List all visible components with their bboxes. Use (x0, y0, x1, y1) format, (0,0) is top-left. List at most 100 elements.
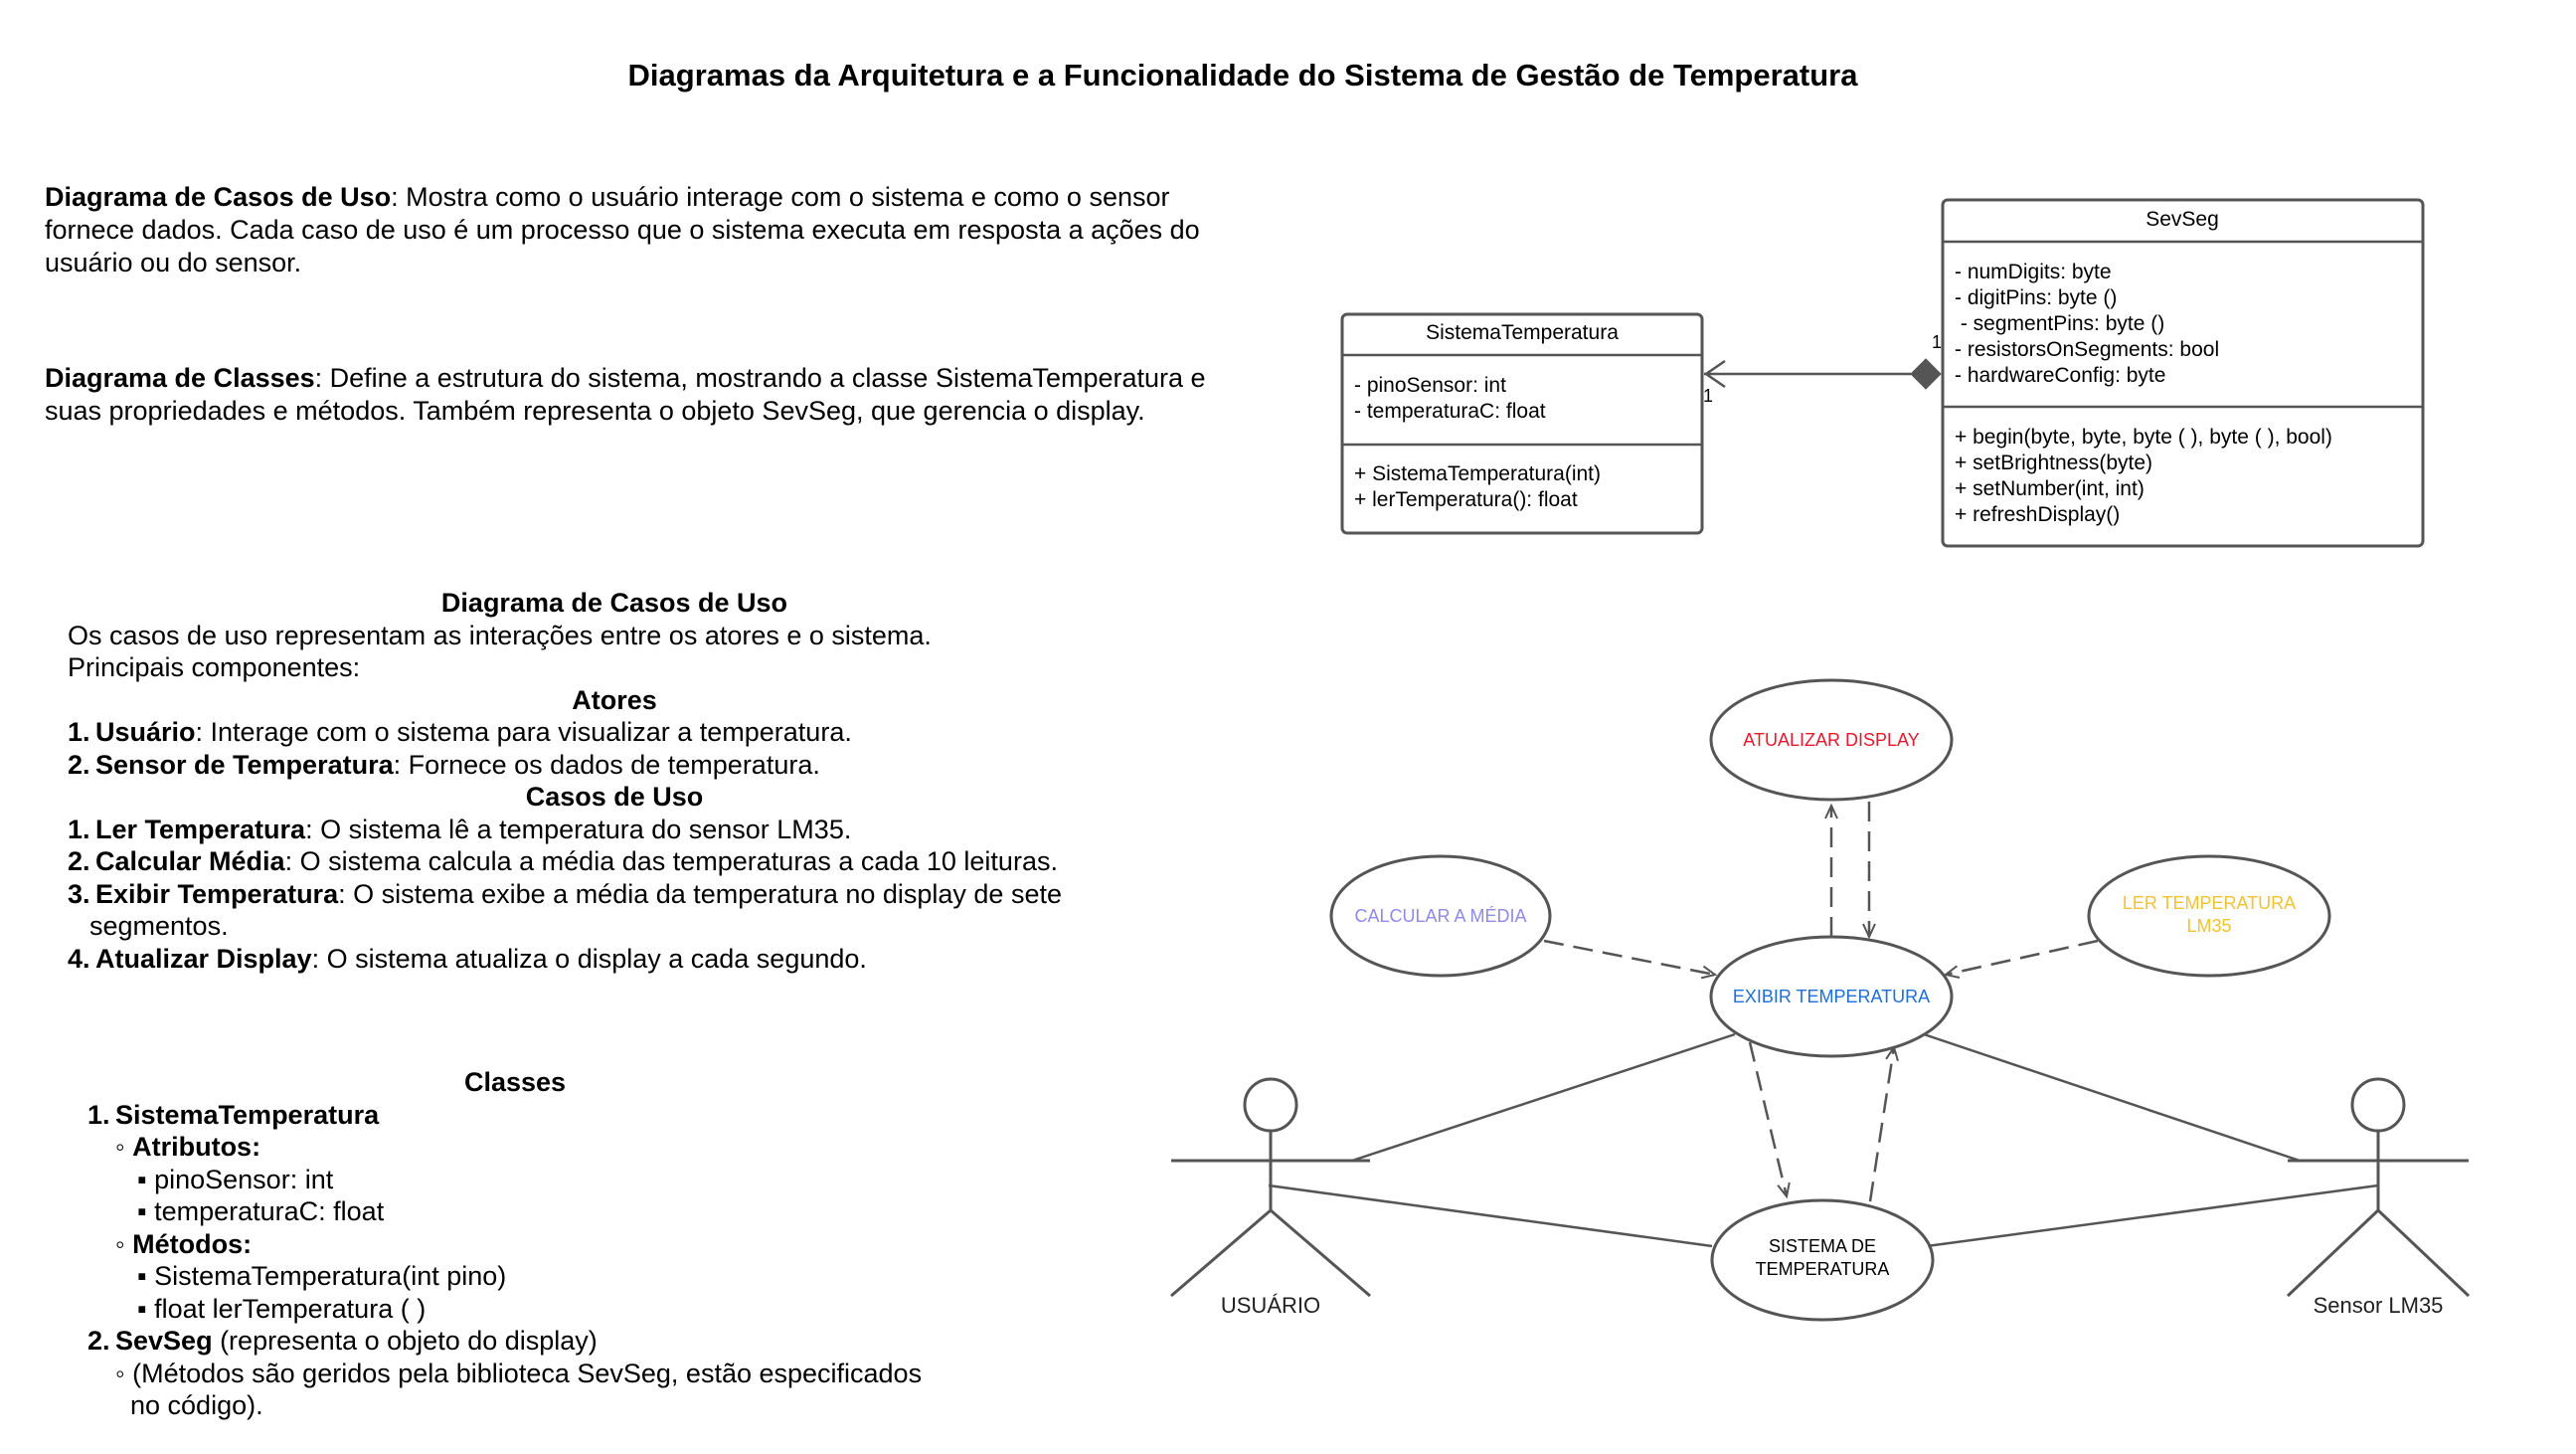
case-item-3: 3.Exibir Temperatura: O sistema exibe a … (68, 878, 1161, 911)
class-box-sistema-temperatura: SistemaTemperatura - pinoSensor: int - t… (1340, 312, 1704, 535)
class-note-line1: (Métodos são geridos pela biblioteca Sev… (132, 1358, 923, 1388)
cases-heading: Casos de Uso (525, 782, 704, 812)
case-number: 3. (68, 878, 90, 909)
actor-desc: : Fornece os dados de temperatura. (393, 749, 820, 780)
class-method: + begin(byte, byte, byte ( ), byte ( ), … (1955, 426, 2332, 449)
intro-use-case-text: : Mostra como o usuário interage com o s… (45, 182, 1200, 277)
case-name: Exibir Temperatura (95, 878, 339, 909)
composition-diamond-icon (1910, 358, 1942, 390)
class-method: + lerTemperatura(): float (1354, 488, 1578, 511)
classes-heading: Classes (463, 1067, 567, 1097)
class-box-border (1941, 198, 2425, 548)
attributes-heading: Atributos: (132, 1132, 261, 1162)
method-text: SistemaTemperatura(int pino) (154, 1261, 507, 1291)
use-case-ellipse (1709, 935, 1954, 1058)
class-desc: (representa o objeto do display) (212, 1326, 598, 1356)
class-box-border (1340, 312, 1704, 535)
association-line (1926, 1183, 2379, 1248)
class-name: SistemaTemperatura (115, 1099, 380, 1130)
actor-head-icon (1243, 1077, 1298, 1133)
use-case-label-line1: LER TEMPERATURA (2123, 893, 2296, 913)
use-case-exibir-temperatura: EXIBIR TEMPERATURA (1709, 935, 1954, 1058)
association-line (1351, 1032, 1736, 1163)
case-number: 1. (68, 814, 90, 844)
class-method: + setNumber(int, int) (1955, 477, 2145, 500)
actor-name: Sensor de Temperatura (95, 749, 394, 780)
class-note-line2: no código). (130, 1390, 263, 1420)
case-number: 4. (68, 943, 90, 974)
use-case-heading: Diagrama de Casos de Uso (440, 588, 788, 618)
dependency-arrow (1543, 939, 1715, 975)
class-number: 1. (87, 1099, 110, 1130)
actor-name: Usuário (95, 717, 196, 747)
class-attr: - temperaturaC: float (1354, 400, 1546, 423)
use-case-line2: Principais componentes: (68, 652, 361, 682)
methods-heading: Métodos: (132, 1228, 253, 1259)
dependency-arrow (1868, 1047, 1894, 1202)
association-line (1923, 1032, 2301, 1163)
method-item: ▪ float lerTemperatura ( ) (87, 1293, 943, 1326)
attribute-item: ▪ temperaturaC: float (87, 1195, 943, 1228)
case-desc: : O sistema exibe a média da temperatura… (338, 878, 1062, 909)
intro-classes-text: : Define a estrutura do sistema, mostran… (45, 363, 1206, 426)
use-case-label-line2: TEMPERATURA (1756, 1259, 1890, 1279)
use-case-dependencies (1543, 802, 2099, 1202)
use-case-ellipse (1710, 1198, 1935, 1322)
case-item-4: 4.Atualizar Display: O sistema atualiza … (68, 943, 1161, 976)
use-case-ellipse (1329, 854, 1552, 978)
case-name: Calcular Média (95, 846, 285, 876)
class-attr: - numDigits: byte (1955, 261, 2112, 283)
attribute-text: pinoSensor: int (154, 1164, 334, 1194)
dependency-arrow (1946, 939, 2099, 975)
method-item: ▪ SistemaTemperatura(int pino) (87, 1260, 943, 1293)
actor-item-1: 1.Usuário: Interage com o sistema para v… (68, 716, 1161, 749)
class-item-2: 2.SevSeg (representa o objeto do display… (87, 1325, 943, 1358)
use-case-atualizar-display: ATUALIZAR DISPLAY (1709, 678, 1954, 802)
case-item-2: 2.Calcular Média: O sistema calcula a mé… (68, 845, 1161, 878)
actor-leg (2376, 1208, 2471, 1298)
case-name: Atualizar Display (95, 943, 312, 974)
class-item-1: 1.SistemaTemperatura (87, 1099, 943, 1132)
case-name: Ler Temperatura (95, 814, 306, 844)
open-arrow-icon (1703, 359, 1726, 389)
actor-leg (1170, 1208, 1272, 1298)
use-case-label: EXIBIR TEMPERATURA (1733, 987, 1930, 1006)
intro-classes-paragraph: Diagrama de Classes: Define a estrutura … (45, 362, 1253, 428)
intro-use-case-paragraph: Diagrama de Casos de Uso: Mostra como o … (45, 181, 1253, 279)
circle-bullet-icon: ◦ (115, 1358, 125, 1388)
actor-usuario: USUÁRIO (1170, 1077, 1371, 1318)
square-bullet-icon: ▪ (137, 1164, 147, 1194)
intro-classes-label: Diagrama de Classes (45, 363, 315, 393)
dependency-arrow (1748, 1041, 1787, 1196)
actor-head-icon (2350, 1077, 2406, 1133)
attribute-item: ▪ pinoSensor: int (87, 1164, 943, 1196)
class-number: 2. (87, 1326, 110, 1356)
use-case-ellipse (2087, 854, 2331, 978)
actor-associations (1268, 1032, 2379, 1248)
actor-leg (1270, 1208, 1371, 1298)
use-case-label: CALCULAR A MÉDIA (1354, 906, 1526, 926)
case-desc: : O sistema atualiza o display a cada se… (311, 943, 867, 974)
class-name: SevSeg (115, 1326, 213, 1356)
square-bullet-icon: ▪ (137, 1196, 147, 1226)
class-attr: - resistorsOnSegments: bool (1955, 338, 2219, 361)
case-desc: : O sistema calcula a média das temperat… (284, 846, 1058, 876)
use-case-sistema-temperatura: SISTEMA DE TEMPERATURA (1710, 1198, 1935, 1322)
case-item-1: 1.Ler Temperatura: O sistema lê a temper… (68, 814, 1161, 846)
actor-sensor-lm35: Sensor LM35 (2286, 1077, 2471, 1318)
square-bullet-icon: ▪ (137, 1293, 147, 1324)
circle-bullet-icon: ◦ (115, 1228, 125, 1259)
method-text: float lerTemperatura ( ) (154, 1293, 427, 1324)
use-case-line1: Os casos de uso representam as interaçõe… (68, 620, 932, 650)
square-bullet-icon: ▪ (137, 1261, 147, 1291)
composition-association: 1 1 (1703, 332, 1942, 406)
actor-item-2: 2.Sensor de Temperatura: Fornece os dado… (68, 749, 1161, 782)
class-attr: - digitPins: byte () (1955, 286, 2117, 309)
class-attr: - pinoSensor: int (1354, 374, 1506, 397)
class-box-sevseg: SevSeg - numDigits: byte - digitPins: by… (1941, 198, 2425, 548)
class-method: + refreshDisplay() (1955, 503, 2120, 526)
case-item-3-continuation: segmentos. (89, 911, 229, 941)
intro-use-case-label: Diagrama de Casos de Uso (45, 182, 392, 212)
use-case-ler-temperatura: LER TEMPERATURA LM35 (2087, 854, 2331, 978)
class-method: + setBrightness(byte) (1955, 452, 2152, 474)
